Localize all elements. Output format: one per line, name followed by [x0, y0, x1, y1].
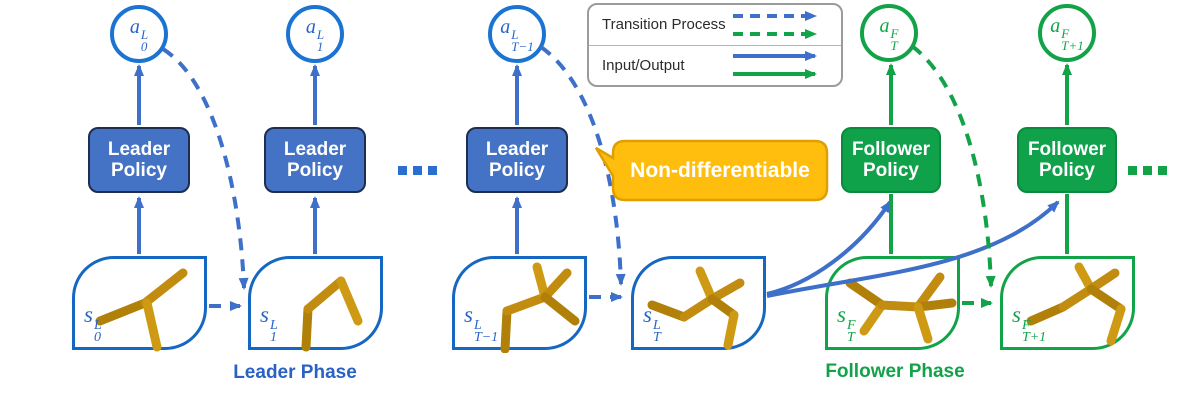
non-differentiable-callout: Non-differentiable	[630, 158, 810, 182]
legend-row-io: Input/Output	[589, 46, 841, 86]
ant-robot-figure	[301, 276, 363, 352]
follower-policy-box-1: Follower Policy	[841, 127, 941, 193]
leader-policy-box-3: Leader Policy	[466, 127, 568, 193]
leader-policy-box-2: Leader Policy	[264, 127, 366, 193]
ant-robot-figure	[1026, 262, 1126, 346]
legend-transition-arrows-icon	[733, 10, 817, 39]
legend-io-label: Input/Output	[602, 56, 685, 74]
leader-phase-caption: Leader Phase	[233, 362, 357, 383]
legend-box: Transition Process Input/Output	[587, 3, 843, 87]
leader-policy-box-1: Leader Policy	[88, 127, 190, 193]
legend-transition-label: Transition Process	[602, 16, 726, 34]
leader-ellipsis-icon	[398, 166, 437, 175]
follower-phase-caption: Follower Phase	[825, 361, 965, 382]
legend-row-transition: Transition Process	[589, 5, 841, 46]
ant-robot-figure	[500, 262, 580, 353]
ant-robot-figure	[647, 266, 745, 350]
follower-policy-box-2: Follower Policy	[1017, 127, 1117, 193]
follower-ellipsis-icon	[1128, 166, 1167, 175]
legend-io-arrows-icon	[733, 51, 817, 80]
